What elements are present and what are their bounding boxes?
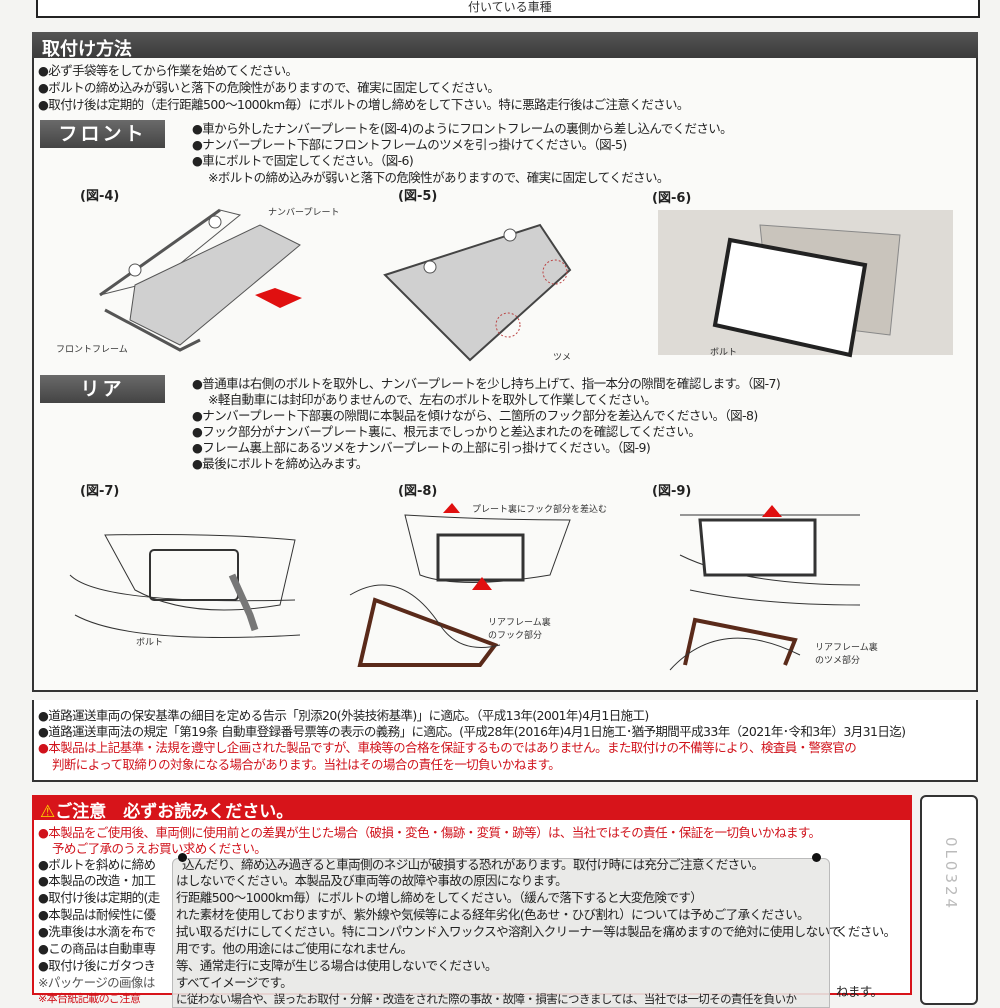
caution-right: はしないでください。本製品及び車両等の故障や事故の原因になります。 <box>176 873 568 888</box>
caution-left: ●洗車後は水滴を布で <box>38 924 156 939</box>
rear-illustrations <box>69 503 861 671</box>
regulation-warning: ●本製品は上記基準・法規を遵守し企画された製品ですが、車検等の合格を保証するもの… <box>38 740 857 755</box>
overlay-dot <box>812 853 821 862</box>
overlay-dot <box>178 853 187 862</box>
regulation-line: ●道路運送車両法の規定「第19条 自動車登録番号票等の表示の義務」に適応。(平成… <box>38 724 906 739</box>
fig-6-label: (図-6) <box>652 191 692 206</box>
caution-title: ご注意 必ずお読みください。 <box>55 802 294 822</box>
fig-9-label: (図-9) <box>652 484 692 499</box>
caution-left: ●取付け後にガタつき <box>38 958 156 973</box>
front-label: フロント <box>40 120 165 148</box>
fig-6-illustration <box>658 210 953 358</box>
fig-9-illustration <box>669 505 861 671</box>
caution-right: 等、通常走行に支障が生じる場合は使用しないでください。 <box>176 958 498 973</box>
caution-left: ●本製品の改造・加工 <box>38 873 156 888</box>
callout-tsume-rear: リアフレーム裏のツメ部分 <box>815 640 878 666</box>
caution-left: ※パッケージの画像は <box>38 975 155 990</box>
callout-tsume-line1: リアフレーム裏 <box>815 643 878 653</box>
caution-left: ●ボルトを斜めに締め <box>38 857 156 872</box>
callout-hook-line1: リアフレーム裏 <box>488 618 551 628</box>
rear-step: ●フック部分がナンバープレート裏に、根元までしっかりと差込まれたのを確認してくだ… <box>192 424 701 439</box>
rear-step: ●最後にボルトを締め込みます。 <box>192 456 368 471</box>
caution-right: 拭い取るだけにしてください。特にコンパウンド入ワックスや溶剤入クリーナー等は製品… <box>176 924 842 939</box>
callout-bolt: ボルト <box>710 348 738 358</box>
caution-right: に従わない場合や、誤ったお取付・分解・改造をされた際の事故・故障・損害につきまし… <box>176 992 797 1006</box>
caution-right: 行距離500〜1000km毎）にボルトの増し締めをしてください。（緩んで落下する… <box>176 890 703 905</box>
warning-icon: ⚠ <box>40 802 56 822</box>
callout-front-frame: フロントフレーム <box>56 345 128 355</box>
caution-right: れた素材を使用しておりますが、紫外線や気候等による経年劣化(色あせ・ひび割れ）に… <box>176 907 810 922</box>
rear-step: ●普通車は右側のボルトを取外し、ナンバープレートを少し持ち上げて、指一本分の隙間… <box>192 376 781 391</box>
caution-header: ⚠ご注意 必ずお読みください。 <box>32 795 912 822</box>
rear-step: ※軽自動車には封印がありませんので、左右のボルトを取外して作業してください。 <box>208 392 657 407</box>
caution-left: ※本台紙記載のご注意 <box>38 992 141 1005</box>
side-code: 0L0324 <box>942 837 960 912</box>
caution-left: ●取付け後は定期的(走 <box>38 890 160 905</box>
front-step: ●ナンバープレート下部にフロントフレームのツメを引っ掛けてください。（図-5) <box>192 137 627 152</box>
callout-tsume-line2: のツメ部分 <box>815 656 861 666</box>
side-code-box: 0L0324 <box>920 795 978 1005</box>
rear-step: ●ナンバープレート下部裏の隙間に本製品を傾けながら、二箇所のフック部分を差込んで… <box>192 408 758 423</box>
fig-4-illustration <box>99 208 302 352</box>
front-step: ●車にボルトで固定してください。（図-6) <box>192 153 414 168</box>
fig-8-illustration <box>349 503 571 667</box>
caution-tail: ねます。 <box>836 984 883 999</box>
callout-hook-line2: のフック部分 <box>488 631 543 641</box>
rear-step: ●フレーム裏上部にあるツメをナンバープレートの上部に引っ掛けてください。（図-9… <box>192 440 651 455</box>
fig-5-label: (図-5) <box>398 189 438 204</box>
fig-4-label: (図-4) <box>80 189 120 204</box>
install-note: ●ボルトの締め込みが弱いと落下の危険性がありますので、確実に固定してください。 <box>38 80 500 95</box>
install-note: ●取付け後は定期的（走行距離500〜1000km毎）にボルトの増し締めをして下さ… <box>38 97 689 112</box>
caution-intro: 予めご了承のうえお買い求めください。 <box>52 841 267 856</box>
callout-tsume: ツメ <box>553 353 572 363</box>
caution-right: すべてイメージです。 <box>176 975 293 990</box>
fig-5-illustration <box>383 223 572 362</box>
install-note: ●必ず手袋等をしてから作業を始めてください。 <box>38 63 298 78</box>
caution-left: ●本製品は耐候性に優 <box>38 907 156 922</box>
fig-7-label: (図-7) <box>80 484 120 499</box>
caution-intro: ●本製品をご使用後、車両側に使用前との差異が生じた場合（破損・変色・傷跡・変質・… <box>38 825 821 840</box>
plastic-overlay-label <box>172 858 830 1008</box>
callout-insert-hook: プレート裏にフック部分を差込む <box>472 505 608 515</box>
caution-right: 用です。他の用途にはご使用になれません。 <box>176 941 413 956</box>
regulation-warning: 判断によって取締りの対象になる場合があります。当社はその場合の責任を一切負いかね… <box>52 757 561 772</box>
front-illustrations <box>99 208 953 362</box>
caution-right: 込んだり、締め込み過ぎると車両側のネジ山が破損する恐れがあります。取付け時には充… <box>182 857 764 872</box>
install-section <box>32 58 978 692</box>
top-box: 付いている車種 <box>36 0 980 18</box>
top-caption: 付いている車種 <box>468 0 552 14</box>
regulation-line: ●道路運送車両の保安基準の細目を定める告示「別添20(外装技術基準)」に適応。（… <box>38 708 649 723</box>
rear-label: リア <box>40 375 165 403</box>
callout-hook: リアフレーム裏のフック部分 <box>488 615 551 641</box>
fig-7-illustration <box>69 534 301 638</box>
section-header-install: 取付け方法 <box>32 32 978 60</box>
regulations-box <box>32 700 978 782</box>
caution-left: ●この商品は自動車専 <box>38 941 156 956</box>
fig-8-label: (図-8) <box>398 484 438 499</box>
callout-bolt-rear: ボルト <box>136 638 164 648</box>
caution-tail: ください。 <box>836 924 896 939</box>
callout-plate: ナンバープレート <box>268 208 340 218</box>
front-step: ●車から外したナンバープレートを(図-4)のようにフロントフレームの裏側から差し… <box>192 121 733 136</box>
front-step: ※ボルトの締め込みが弱いと落下の危険性がありますので、確実に固定してください。 <box>208 170 669 185</box>
